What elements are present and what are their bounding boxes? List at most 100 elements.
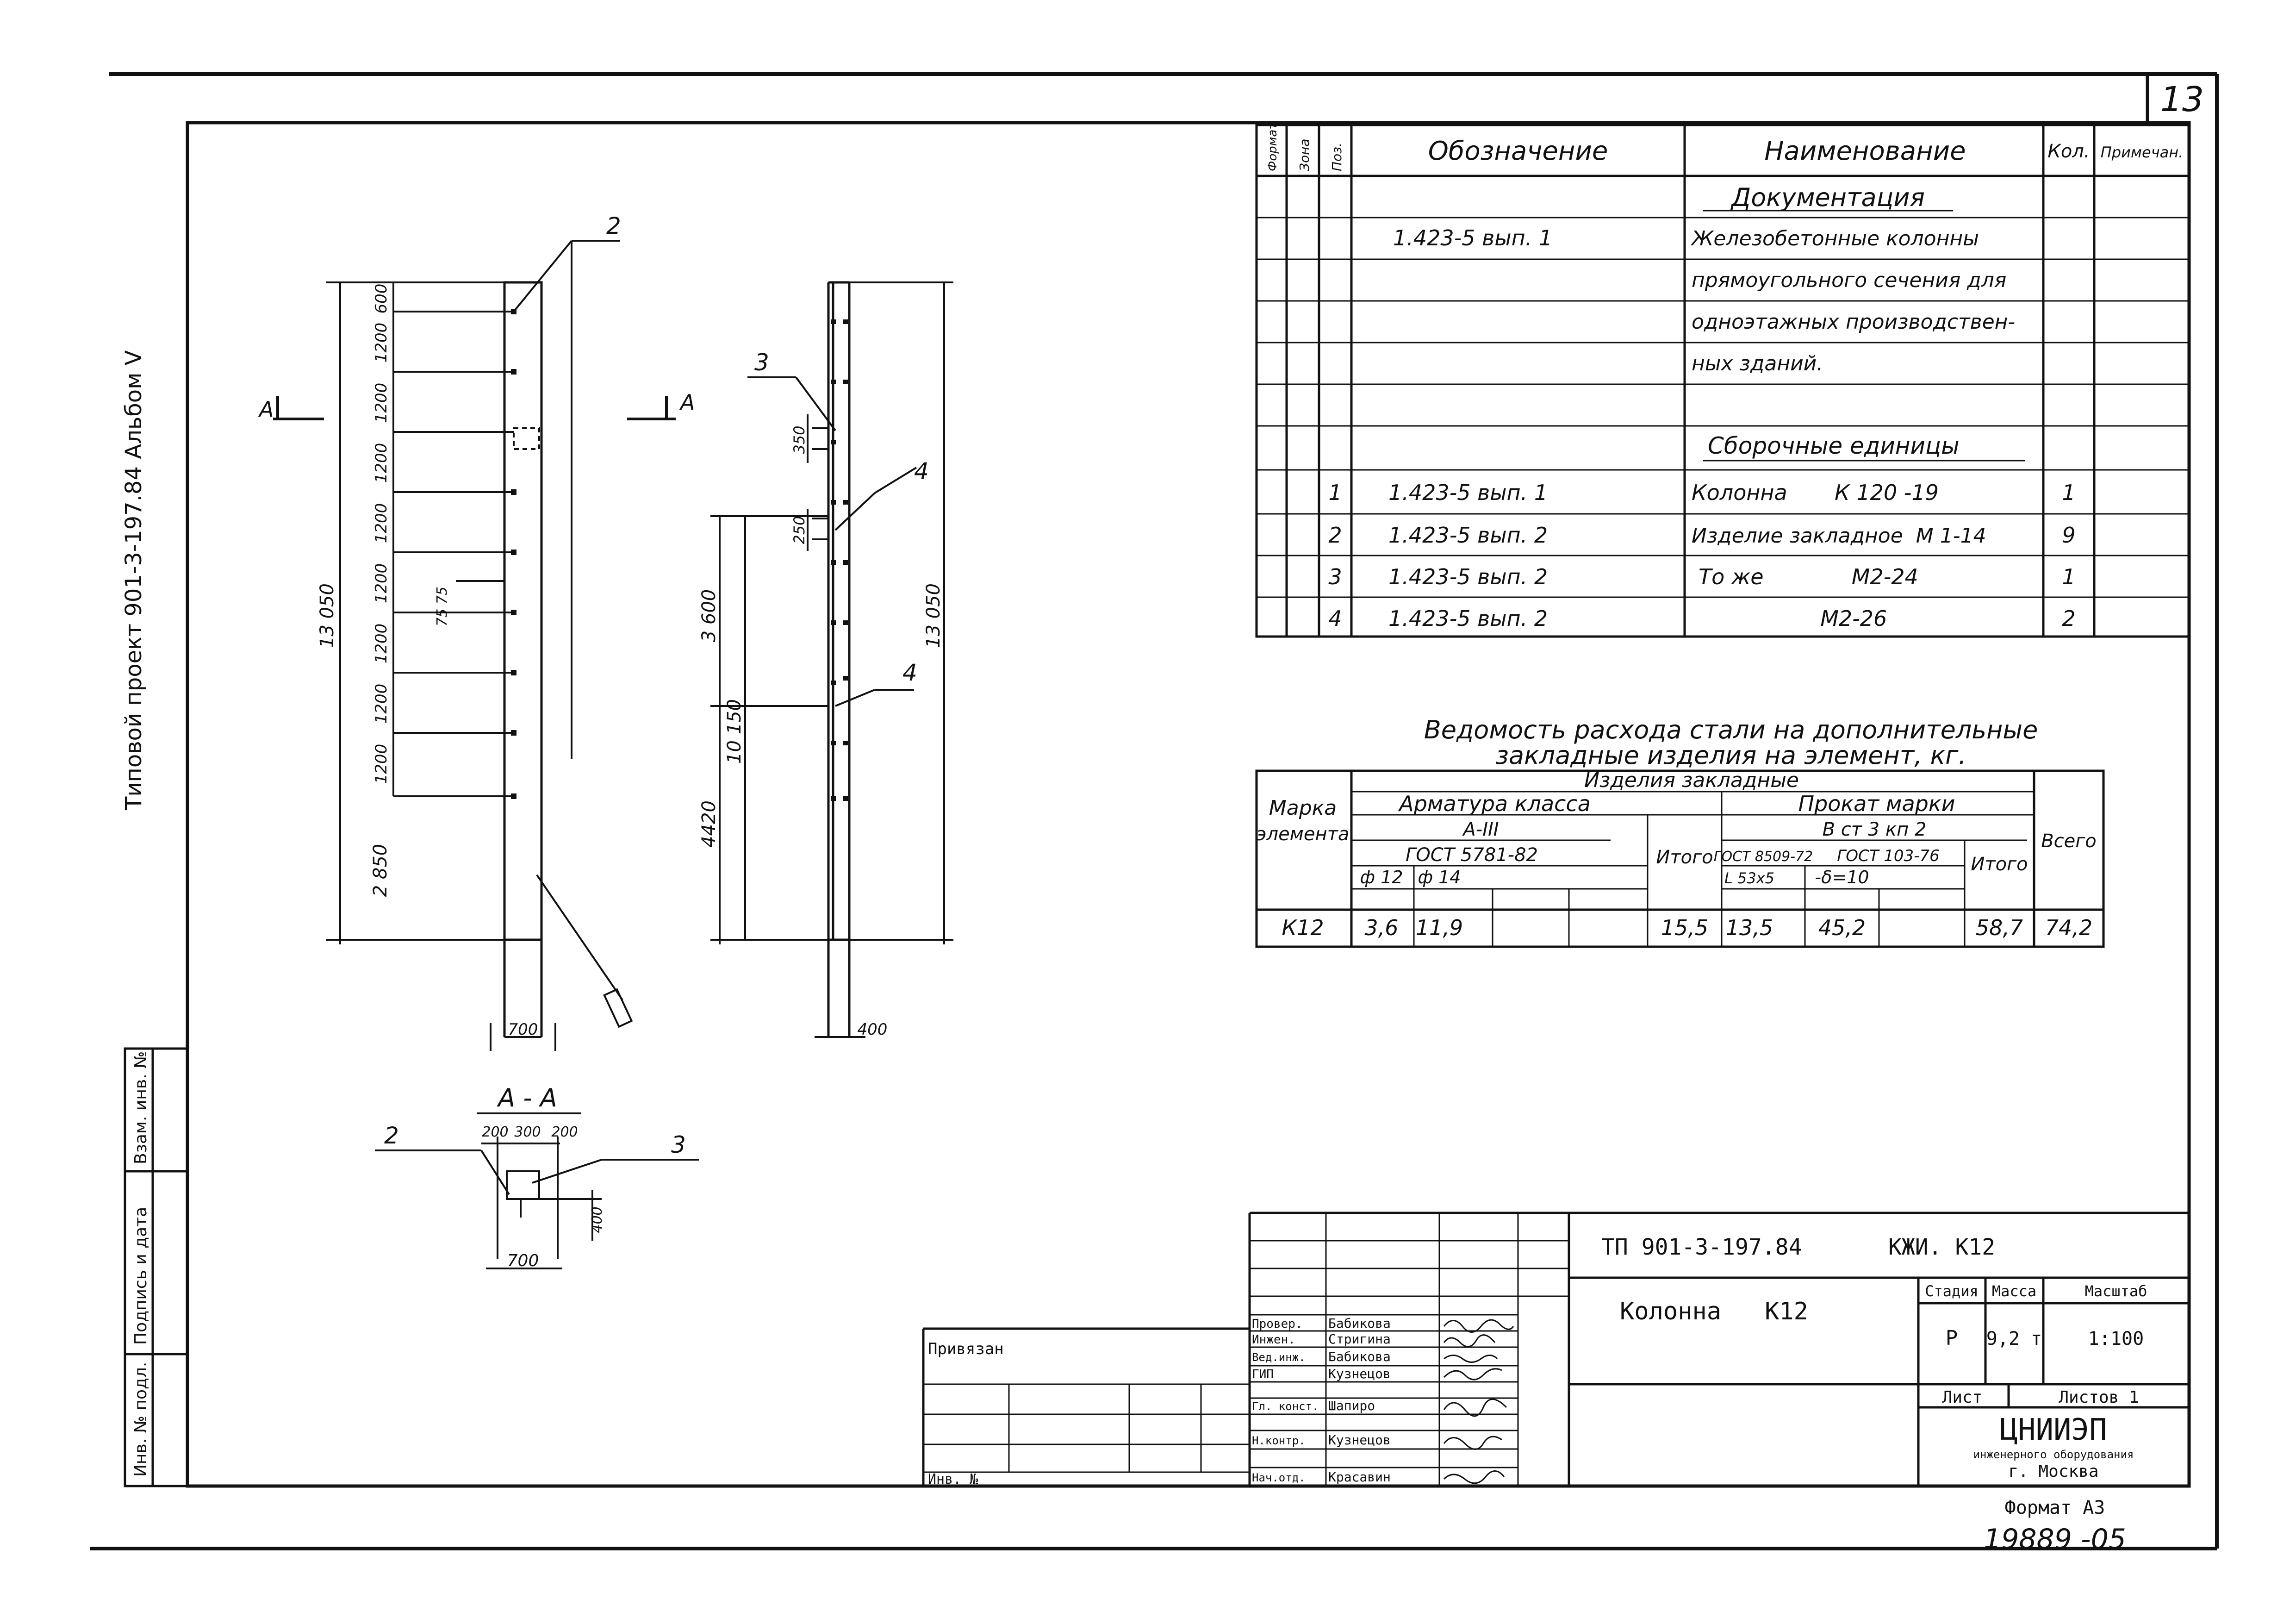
steel-h-prokat-mark: В ст 3 кп 2	[1823, 819, 1927, 840]
spec-row-designation: 1.423-5 вып. 2	[1388, 523, 1548, 548]
sec-dim-200a: 200	[482, 1124, 508, 1140]
spec-row-name: Железобетонные колонны	[1690, 227, 1979, 250]
doc-number: 19889 -05	[1984, 1523, 2126, 1555]
dim-step-2: 1200	[372, 383, 391, 423]
spec-header-pos: Поз.	[1329, 143, 1344, 171]
spec-row-pos: 4	[1328, 606, 1342, 631]
drawing-border	[186, 74, 2191, 1488]
steel-cell-delta: 45,2	[1818, 915, 1866, 940]
dim-gap: 75 75	[434, 587, 450, 626]
spec-row-designation: 1.423-5 вып. 1	[1388, 480, 1548, 505]
spec-header-zone: Зона	[1297, 138, 1312, 171]
spec-row-name: одноэтажных производствен-	[1692, 310, 2015, 334]
dim-step-8: 1200	[372, 744, 391, 784]
sheet-frame	[90, 72, 2219, 1550]
spec-header-name: Наименование	[1764, 136, 1966, 166]
dim-step-1: 1200	[372, 323, 391, 363]
spec-row: прямоугольного сечения для	[1692, 269, 2006, 292]
spec-row-name: прямоугольного сечения для	[1692, 269, 2006, 292]
role-label: Инжен.	[1252, 1333, 1295, 1347]
dim-4420: 4420	[698, 800, 720, 848]
spec-row-qty: 2	[2062, 606, 2075, 631]
side-stamp-inv: Инв. № подл.	[131, 1362, 150, 1477]
section-title: А - А	[497, 1083, 557, 1112]
steel-title-2: закладные изделия на элемент, кг.	[1495, 741, 1966, 770]
spec-row: 1 1.423-5 вып. 1 Колонна К 120 -19 1	[1328, 480, 2075, 505]
section-marker-right	[627, 396, 676, 420]
role-name: Красавин	[1328, 1469, 1391, 1485]
signatures	[1443, 1319, 1514, 1484]
steel-h-mark1: Марка	[1269, 796, 1337, 820]
steel-h-prokat: Прокат марки	[1798, 791, 1955, 816]
title-block: ТП 901-3-197.84 КЖИ. К12 Колонна К12 Ста…	[922, 1212, 2189, 1555]
dim-total-height-side: 13 050	[923, 583, 944, 648]
sec-dim-700: 700	[507, 1251, 539, 1270]
side-stamp-vzam: Взам. инв. №	[131, 1051, 150, 1164]
steel-cell-phi14: 11,9	[1416, 915, 1463, 940]
spec-row-name: М2-26	[1699, 606, 1887, 631]
column-elevation-front: 13 050 2 850 600 1200 1200 1200 1200 120…	[317, 212, 633, 1051]
side-stamp	[124, 1047, 189, 1487]
role-name: Бабикова	[1328, 1316, 1391, 1331]
steel-h-itogo-1: Итого	[1656, 847, 1713, 868]
title-org-2: инженерного оборудования	[1973, 1448, 2134, 1461]
callout-4-lower: 4	[902, 659, 917, 686]
spec-row: одноэтажных производствен-	[1692, 310, 2015, 334]
steel-title-1: Ведомость расхода стали на дополнительны…	[1424, 715, 2038, 744]
dim-250: 250	[790, 516, 808, 544]
dim-step-3: 1200	[372, 443, 391, 483]
spec-row-name: Колонна К 120 -19	[1692, 480, 1939, 505]
role-label: Н.контр.	[1252, 1434, 1306, 1447]
sec-dim-200b: 200	[551, 1124, 578, 1140]
spec-row-section: Сборочные единицы	[1708, 432, 1960, 459]
spec-row-designation: 1.423-5 вып. 1	[1393, 225, 1552, 250]
steel-h-arm: Арматура класса	[1398, 791, 1591, 816]
spec-row: Сборочные единицы	[1708, 432, 1960, 459]
steel-cell-mark: К12	[1282, 915, 1324, 940]
spec-row: 2 1.423-5 вып. 2 Изделие закладное М 1-1…	[1328, 523, 2075, 548]
title-mass: 9,2 т	[1986, 1328, 2042, 1349]
side-stamp-sign: Подпись и дата	[131, 1207, 150, 1345]
steel-cell-l: 13,5	[1726, 915, 1773, 940]
role-name: Бабикова	[1328, 1349, 1391, 1364]
title-sheet-header: Лист	[1942, 1388, 1983, 1407]
title-org-3: г. Москва	[2008, 1462, 2098, 1481]
dim-step-5: 1200	[372, 563, 391, 604]
role-label: Провер.	[1252, 1317, 1303, 1331]
sheet-number: 13	[2160, 80, 2204, 119]
spec-row-pos: 1	[1328, 480, 1342, 505]
dim-step-6: 1200	[372, 624, 391, 664]
side-title: Типовой проект 901-3-197.84 Альбом V	[121, 350, 147, 811]
column-dimensions-side: 13 050 3 600 10 150 4420 350 250 400	[698, 425, 944, 1039]
steel-data-row: К12 3,6 11,9 15,5 13,5 45,2 58,7 74,2	[1282, 915, 2092, 940]
spec-row-qty: 9	[2062, 523, 2075, 548]
steel-h-l: L 53х5	[1724, 869, 1774, 887]
title-stage-header: Стадия	[1925, 1282, 1979, 1300]
spec-row: ных зданий.	[1692, 352, 1823, 375]
spec-row: 3 1.423-5 вып. 2 То же М2-24 1	[1328, 564, 2075, 589]
spec-row-name: ных зданий.	[1692, 352, 1823, 375]
steel-cell-itogo1: 15,5	[1661, 915, 1708, 940]
callout-4-upper: 4	[914, 458, 929, 485]
spec-row-qty: 1	[2062, 564, 2075, 589]
dim-step-7: 1200	[372, 684, 391, 724]
dim-10150: 10 150	[724, 699, 745, 764]
steel-h-arm-gost: ГОСТ 5781-82	[1406, 844, 1538, 866]
dim-total-height: 13 050	[317, 583, 338, 648]
spec-row-designation: 1.423-5 вып. 2	[1388, 606, 1548, 631]
role-label: ГИП	[1252, 1368, 1274, 1381]
spec-header-format: Формат	[1266, 122, 1280, 171]
steel-cell-vsego: 74,2	[2045, 915, 2092, 940]
title-scale-header: Масштаб	[2085, 1282, 2147, 1300]
dim-width-700: 700	[508, 1020, 538, 1039]
dim-3600: 3 600	[698, 589, 720, 643]
title-format: Формат А3	[2005, 1497, 2105, 1518]
steel-h-gost-a: ГОСТ 8509-72	[1714, 849, 1813, 865]
title-mass-header: Масса	[1992, 1282, 2036, 1300]
dim-bottom: 2 850	[370, 844, 391, 897]
role-label: Нач.отд.	[1252, 1471, 1306, 1484]
dim-top: 600	[372, 284, 391, 314]
spec-row: Документация	[1730, 183, 1925, 212]
callout-2-section: 2	[384, 1122, 399, 1149]
spec-row: 4 1.423-5 вып. 2 М2-26 2	[1328, 606, 2075, 631]
